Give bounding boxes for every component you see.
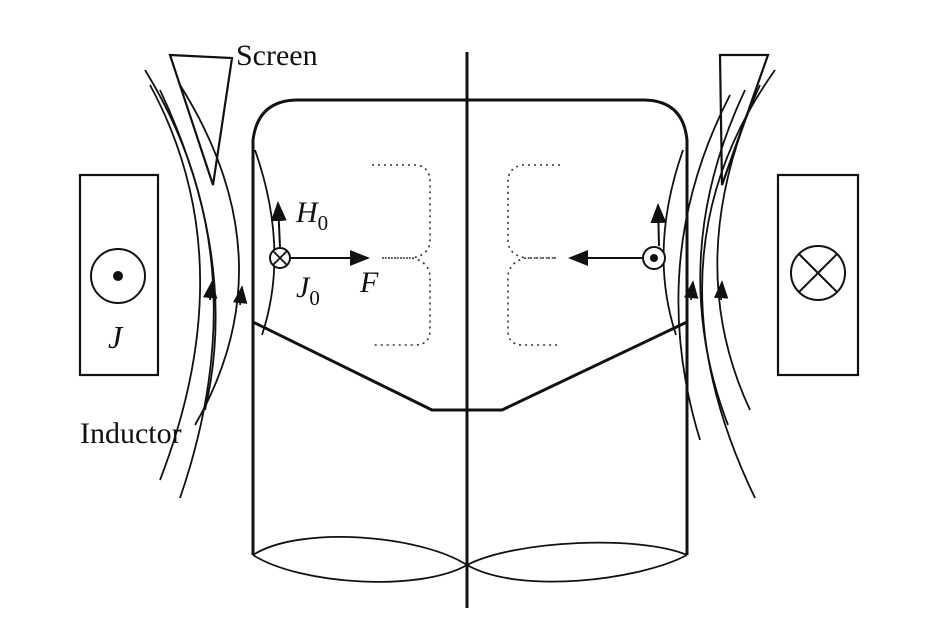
field-arrow-right <box>650 203 667 247</box>
field-line-left-1 <box>144 69 215 499</box>
field-line-inner-left <box>254 149 276 336</box>
field-line-right-4 <box>677 94 731 441</box>
workpiece-outline <box>251 98 689 555</box>
field-line-left-4 <box>179 84 240 426</box>
inductor-label: Inductor <box>80 417 182 450</box>
screen-label: Screen <box>236 39 318 72</box>
field-h0-sub: 0 <box>318 211 329 235</box>
current-j-label: J <box>108 319 124 355</box>
current-in-symbol-cross-2 <box>798 253 838 293</box>
inductor-coil-right <box>776 173 860 377</box>
field-line-left-2 <box>149 84 202 481</box>
induced-current-in-cross-2 <box>272 250 288 266</box>
workpiece-bottom-ellipse-back <box>252 541 688 583</box>
induced-j0-label: J0 <box>296 271 320 310</box>
inductor-coil-left <box>78 173 160 377</box>
screen-left <box>168 53 234 186</box>
induced-current-out-dot <box>650 254 658 262</box>
current-out-symbol-circle <box>90 248 146 304</box>
die-profile <box>252 320 688 412</box>
induced-j0-main: J <box>296 271 311 304</box>
field-line-inner-right <box>662 149 684 336</box>
current-in-symbol-circle <box>790 245 846 301</box>
deformation-hint-right <box>507 164 560 346</box>
field-h0-arrow <box>270 201 287 248</box>
field-line-right-1 <box>701 69 776 499</box>
field-line-right-2 <box>716 84 761 411</box>
field-line-right-arrow-1 <box>684 280 699 301</box>
field-line-right-3 <box>699 89 746 426</box>
field-line-left-arrow-2 <box>233 285 248 306</box>
field-h0-label: H0 <box>295 196 328 235</box>
field-line-left-3 <box>159 89 217 411</box>
field-line-left-arrow-1 <box>203 280 218 301</box>
field-line-right-arrow-2 <box>713 280 729 301</box>
deformation-hint-left <box>372 164 431 346</box>
force-f-label: F <box>359 266 379 299</box>
current-out-symbol-dot <box>113 271 123 281</box>
field-h0-main: H <box>295 196 320 229</box>
induced-j0-sub: 0 <box>309 286 320 310</box>
